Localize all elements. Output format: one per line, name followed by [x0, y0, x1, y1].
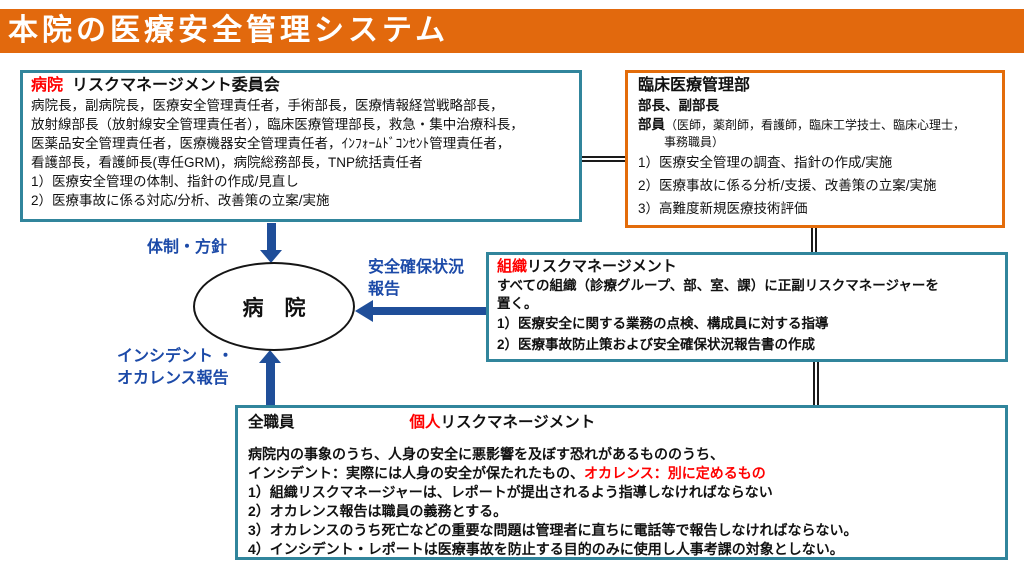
incident-up-arrow-head-icon — [259, 350, 281, 363]
staff-rule-line: 1）組織リスクマネージャーは、レポートが提出されるよう指導しなければならない — [248, 484, 773, 500]
report-left-arrow-shaft — [373, 307, 486, 315]
staff-risk-box: 全職員 個人リスクマネージメント 病院内の事象のうち、人身の安全に悪影響を及ぼす恐… — [235, 405, 1008, 560]
hospital-label: 病 院 — [242, 296, 306, 320]
connector-clinical-org-double-line — [811, 228, 817, 252]
committee-duty-line: 2）医療事故に係る対応/分析、改善策の立案/実施 — [31, 193, 330, 208]
staff-title-right: 個人リスクマネージメント — [410, 414, 596, 431]
staff-rule-line: 2）オカレンス報告は職員の義務とする。 — [248, 503, 508, 519]
staff-title-left: 全職員 — [248, 414, 295, 431]
clinical-members-label: 部員 — [638, 117, 665, 132]
staff-definition-line: インシデント：実際には人身の安全が保たれたもの、オカレンス：別に定めるもの — [248, 464, 995, 483]
policy-down-arrow-head-icon — [260, 250, 282, 263]
clinical-duty-line: 2）医療事故に係る分析/支援、改善策の立案/実施 — [638, 178, 937, 193]
clinical-duty-line: 1）医療安全管理の調査、指針の作成/実施 — [638, 155, 893, 170]
org-risk-title-highlight: 組織 — [497, 258, 528, 275]
committee-title: 病院リスクマネージメント委員会 — [31, 75, 571, 96]
clinical-leaders-line: 部長、副部長 — [638, 98, 719, 113]
committee-duty-line: 1）医療安全管理の体制、指針の作成/見直し — [31, 174, 299, 189]
staff-title-rest: リスクマネージメント — [440, 414, 596, 431]
clinical-dept-box: 臨床医療管理部 部長、副部長 部員（医師，薬剤師，看護師，臨床工学技士、臨床心理… — [625, 70, 1005, 228]
staff-rule-line: 3）オカレンスのうち死亡などの重要な問題は管理者に直ちに電話等で報告しなければな… — [248, 522, 858, 538]
incident-report-label-line2: オカレンス報告 — [117, 370, 229, 387]
org-duty-line: 2）医療事故防止策および安全確保状況報告書の作成 — [497, 337, 816, 352]
clinical-members-cont-line: 事務職員） — [664, 135, 725, 149]
staff-definition-red: オカレンス：別に定めるもの — [584, 465, 766, 481]
safety-report-label-line1: 安全確保状況 — [368, 259, 465, 276]
staff-title-highlight: 個人 — [409, 414, 441, 431]
org-risk-box: 組織リスクマネージメント すべての組織（診療グループ、部、室、課）に正副リスクマ… — [486, 252, 1008, 362]
org-intro-line: すべての組織（診療グループ、部、室、課）に正副リスクマネージャーを — [497, 278, 939, 293]
committee-member-line: 病院長，副病院長，医療安全管理責任者，手術部長，医療情報経営戦略部長， — [31, 98, 504, 113]
incident-report-label-line1: インシデント ・ — [117, 348, 234, 365]
policy-label: 体制・方針 — [147, 239, 228, 256]
policy-down-arrow-shaft — [267, 223, 276, 252]
incident-report-label: インシデント ・ オカレンス報告 — [117, 346, 233, 390]
committee-member-line: 医薬品安全管理責任者，医療機器安全管理責任者，ｲﾝﾌｫｰﾑﾄﾞｺﾝｾﾝﾄ管理責任… — [31, 136, 511, 151]
staff-intro-line: 病院内の事象のうち、人身の安全に悪影響を及ぼす恐れがあるもののうち、 — [248, 446, 724, 462]
hospital-ellipse: 病 院 — [193, 262, 355, 351]
clinical-members-detail: （医師，薬剤師，看護師，臨床工学技士、臨床心理士， — [665, 118, 966, 132]
page-title: 本院の医療安全管理システム — [8, 14, 450, 47]
committee-title-highlight: 病院 — [31, 77, 64, 94]
org-duty-line: 1）医療安全に関する業務の点検、構成員に対する指導 — [497, 316, 829, 331]
org-intro-line: 置く。 — [497, 296, 538, 311]
clinical-duty-line: 3）高難度新規医療技術評価 — [638, 201, 808, 216]
committee-title-rest: リスクマネージメント委員会 — [72, 77, 280, 94]
connector-committee-clinical-double-line — [582, 156, 625, 162]
committee-member-line: 看護部長，看護師長(専任GRM)，病院総務部長，TNP統括責任者 — [31, 155, 423, 170]
clinical-dept-title: 臨床医療管理部 — [638, 77, 751, 94]
staff-rule-line: 4）インシデント・レポートは医療事故を防止する目的のみに使用し人事考課の対象とし… — [248, 541, 844, 557]
org-risk-title-rest: リスクマネージメント — [527, 258, 677, 275]
clinical-members-line: 部員（医師，薬剤師，看護師，臨床工学技士、臨床心理士， — [638, 116, 992, 134]
connector-org-staff-double-line — [813, 362, 819, 405]
staff-definition-black: インシデント：実際には人身の安全が保たれたもの、 — [248, 465, 584, 481]
incident-up-arrow-shaft — [266, 362, 275, 405]
safety-report-label: 安全確保状況 報告 — [368, 257, 464, 301]
safety-report-label-line2: 報告 — [368, 281, 401, 298]
committee-member-line: 放射線部長（放射線安全管理責任者），臨床医療管理部長，救急・集中治療科長， — [31, 117, 524, 132]
report-left-arrow-head-icon — [355, 300, 373, 322]
org-risk-title: 組織リスクマネージメント — [497, 257, 997, 277]
page-title-bar: 本院の医療安全管理システム — [0, 9, 1024, 53]
committee-box: 病院リスクマネージメント委員会 病院長，副病院長，医療安全管理責任者，手術部長，… — [20, 70, 582, 222]
staff-title-row: 全職員 個人リスクマネージメント — [248, 411, 995, 435]
